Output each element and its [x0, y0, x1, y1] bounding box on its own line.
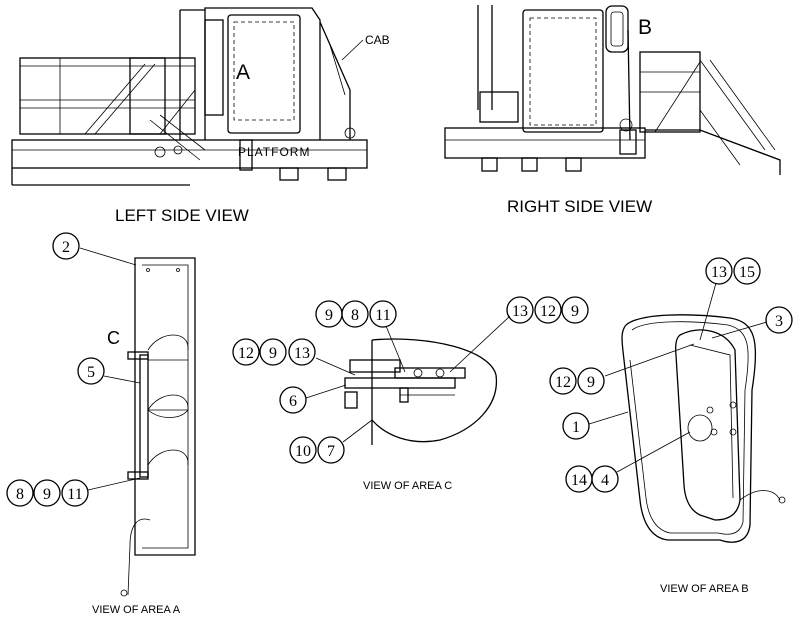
svg-text:15: 15 [739, 264, 755, 281]
svg-text:6: 6 [289, 393, 297, 410]
svg-text:14: 14 [571, 472, 587, 489]
callout-13-b: 13 [705, 257, 733, 285]
callout-11: 11 [61, 479, 89, 507]
callout-3: 3 [765, 306, 793, 334]
callout-9: 9 [33, 479, 61, 507]
svg-text:12: 12 [540, 303, 556, 320]
svg-text:2: 2 [62, 239, 70, 256]
svg-text:5: 5 [87, 364, 95, 381]
left-side-view-title: LEFT SIDE VIEW [115, 206, 249, 225]
callout-6: 6 [279, 386, 307, 414]
right-side-view-title: RIGHT SIDE VIEW [507, 197, 652, 216]
callout-13-right: 13 [506, 296, 534, 324]
callout-8-top: 8 [341, 300, 369, 328]
callout-11-top: 11 [369, 300, 397, 328]
svg-text:7: 7 [327, 443, 335, 460]
view-of-area-a: C VIEW OF AREA A 2 5 8 9 11 [6, 232, 196, 616]
svg-text:13: 13 [711, 264, 727, 281]
svg-text:9: 9 [571, 303, 579, 320]
callout-7: 7 [317, 436, 345, 464]
svg-text:12: 12 [555, 374, 571, 391]
callout-10: 10 [289, 436, 317, 464]
right-side-view: B RIGHT SIDE VIEW [444, 5, 781, 216]
callout-12-right: 12 [534, 296, 562, 324]
view-of-area-b-title: VIEW OF AREA B [660, 583, 749, 595]
view-of-area-c: VIEW OF AREA C 9 8 11 13 12 9 12 9 13 6 … [232, 296, 589, 492]
callout-12-left: 12 [232, 338, 260, 366]
callout-8: 8 [6, 479, 34, 507]
callout-2: 2 [52, 232, 80, 260]
callout-13-left: 13 [288, 338, 316, 366]
callout-15-b: 15 [733, 257, 761, 285]
view-of-area-a-title: VIEW OF AREA A [92, 604, 181, 616]
callout-1: 1 [562, 412, 590, 440]
svg-text:9: 9 [269, 345, 277, 362]
callout-4: 4 [591, 465, 619, 493]
svg-text:12: 12 [238, 345, 254, 362]
callout-12-b: 12 [549, 367, 577, 395]
cab-label: CAB [365, 33, 390, 47]
svg-text:13: 13 [294, 345, 310, 362]
callout-9-b: 9 [577, 367, 605, 395]
callout-14: 14 [565, 465, 593, 493]
svg-text:4: 4 [601, 472, 609, 489]
callout-9-left: 9 [259, 338, 287, 366]
svg-text:3: 3 [775, 313, 783, 330]
callout-9-top: 9 [315, 300, 343, 328]
left-side-view: CAB PLATFORM A LEFT SIDE VIEW [11, 7, 390, 225]
svg-text:11: 11 [375, 307, 390, 324]
svg-text:9: 9 [43, 486, 51, 503]
platform-label: PLATFORM [238, 145, 310, 159]
callout-5: 5 [77, 357, 105, 385]
view-of-area-b: VIEW OF AREA B 13 15 3 12 9 1 14 4 [549, 257, 793, 595]
area-b-letter: B [638, 16, 652, 39]
svg-text:8: 8 [16, 486, 24, 503]
view-of-area-c-title: VIEW OF AREA C [363, 480, 452, 492]
callout-9-right: 9 [561, 296, 589, 324]
area-a-letter: A [236, 61, 250, 84]
svg-text:11: 11 [67, 486, 82, 503]
svg-text:8: 8 [351, 307, 359, 324]
svg-text:13: 13 [512, 303, 528, 320]
svg-text:10: 10 [295, 443, 311, 460]
area-c-letter: C [107, 328, 120, 348]
svg-text:9: 9 [325, 307, 333, 324]
svg-text:9: 9 [587, 374, 595, 391]
svg-text:1: 1 [572, 419, 580, 436]
